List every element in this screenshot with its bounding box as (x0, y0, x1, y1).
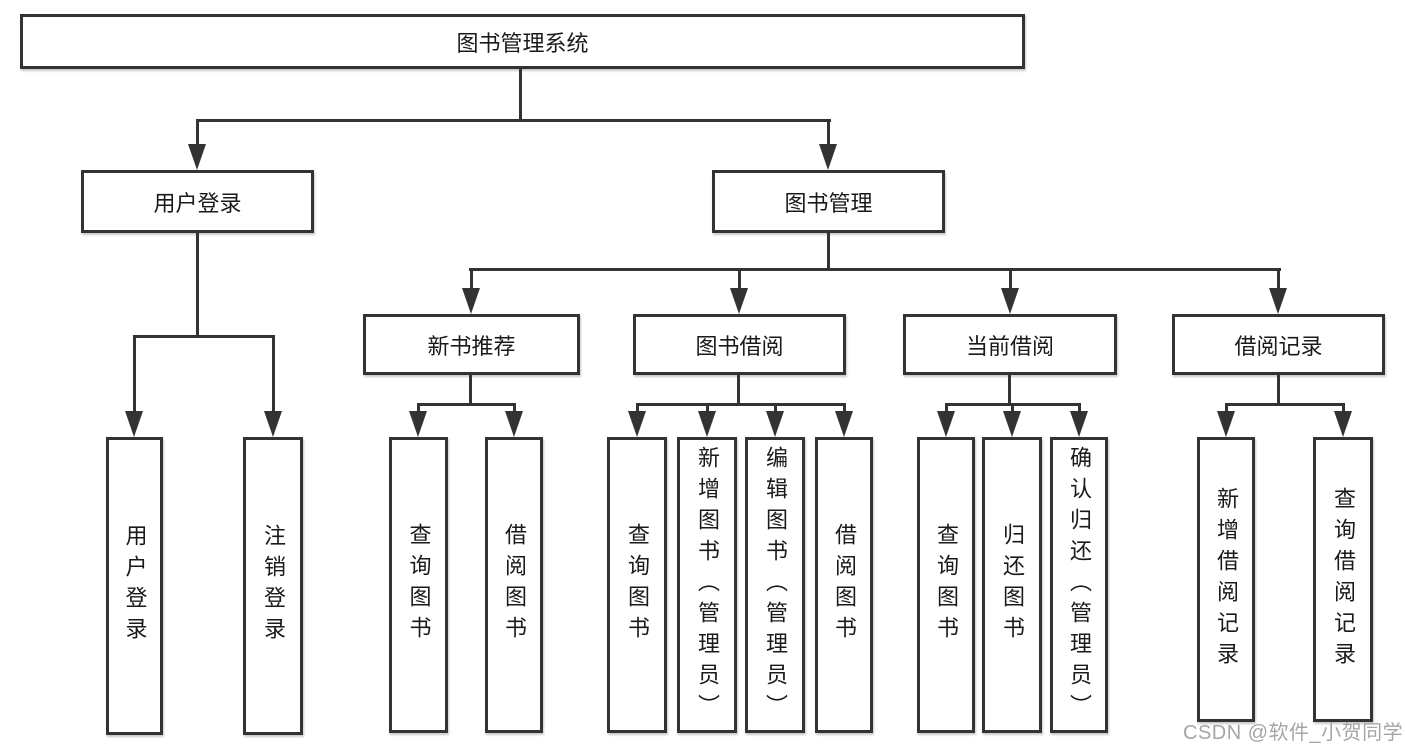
arrow-down-g2-leaf4 (835, 411, 853, 437)
connector-user-subtree-vertical (196, 233, 199, 338)
node-book-management-label: 图书管理 (784, 190, 873, 216)
connector-g2-leaf4-shaft (843, 405, 846, 413)
leaf-user-login-label: 用户登录 (122, 524, 148, 648)
arrow-down-g2-leaf1 (628, 411, 646, 437)
connector-g3-leaf3-shaft (1078, 405, 1081, 413)
connector-g3-vertical (1008, 375, 1011, 405)
leaf-borrow-books-recommend: 借阅图书 (485, 437, 543, 733)
leaf-query-books-recommend: 查询图书 (389, 437, 448, 733)
connector-g4-vertical (1277, 375, 1280, 405)
leaf-return-book-label: 归还图书 (1000, 523, 1025, 647)
connector-level3-horizontal (469, 268, 1281, 271)
leaf-query-books-borrow: 查询图书 (607, 437, 667, 733)
node-user-login-label: 用户登录 (153, 190, 242, 216)
connector-g2-leaf3-shaft (774, 405, 777, 413)
connector-g4-leaf1-shaft (1225, 405, 1228, 413)
connector-user-login-shaft (196, 121, 199, 146)
node-current-borrow-label: 当前借阅 (965, 333, 1054, 359)
leaf-return-book: 归还图书 (982, 437, 1042, 733)
arrow-down-leaf-login (125, 411, 143, 437)
connector-root-vertical (519, 69, 522, 121)
leaf-add-book-admin-label: 新增图书（管理员） (695, 445, 720, 725)
leaf-borrow-books-recommend-label: 借阅图书 (502, 523, 527, 647)
watermark-text: CSDN @软件_小贺同学 (1183, 722, 1404, 744)
leaf-logout-label: 注销登录 (261, 524, 286, 648)
connector-bookmgmt-vertical (827, 233, 830, 271)
node-borrow-records: 借阅记录 (1172, 314, 1385, 375)
leaf-borrow-books: 借阅图书 (815, 437, 873, 733)
connector-g1-horizontal (417, 403, 516, 406)
leaf-user-login: 用户登录 (106, 437, 163, 735)
leaf-edit-book-admin: 编辑图书（管理员） (745, 437, 805, 733)
leaf-add-borrow-record-label: 新增借阅记录 (1214, 486, 1239, 673)
node-new-book-recommend: 新书推荐 (363, 314, 580, 375)
connector-user-subtree-horizontal (133, 335, 275, 338)
connector-g4-leaf2-shaft (1342, 405, 1345, 413)
connector-book-mgmt-shaft (827, 121, 830, 146)
leaf-query-books-borrow-label: 查询图书 (625, 523, 650, 647)
connector-g1-vertical (469, 375, 472, 405)
connector-g1-leaf2-shaft (513, 405, 516, 413)
leaf-confirm-return-admin-label: 确认归还（管理员） (1067, 445, 1092, 725)
arrow-down-g2-leaf2 (698, 411, 716, 437)
arrow-down-g4-leaf2 (1334, 411, 1352, 437)
leaf-add-borrow-record: 新增借阅记录 (1197, 437, 1255, 722)
leaf-query-borrow-record-label: 查询借阅记录 (1331, 486, 1356, 673)
arrow-down-leaf-logout (264, 411, 282, 437)
connector-g2-vertical (737, 375, 740, 405)
arrow-down-newbook (462, 288, 480, 314)
leaf-query-books-current-label: 查询图书 (934, 523, 959, 647)
connector-g2-leaf1-shaft (636, 405, 639, 413)
leaf-query-borrow-record: 查询借阅记录 (1313, 437, 1373, 722)
node-borrow-records-label: 借阅记录 (1234, 333, 1323, 359)
arrow-down-book-mgmt (819, 144, 837, 170)
arrow-down-g3-leaf3 (1070, 411, 1088, 437)
connector-leaf-logout-shaft (272, 337, 275, 413)
arrow-down-g2-leaf3 (766, 411, 784, 437)
connector-leaf-login-shaft (133, 337, 136, 413)
connector-currentborrow-shaft (1009, 270, 1012, 290)
arrow-down-g4-leaf1 (1217, 411, 1235, 437)
arrow-down-g1-leaf1 (409, 411, 427, 437)
leaf-confirm-return-admin: 确认归还（管理员） (1050, 437, 1108, 733)
leaf-edit-book-admin-label: 编辑图书（管理员） (763, 445, 788, 725)
connector-g2-horizontal (636, 403, 846, 406)
leaf-query-books-recommend-label: 查询图书 (406, 523, 432, 647)
connector-g2-leaf2-shaft (706, 405, 709, 413)
node-book-borrow-label: 图书借阅 (695, 333, 784, 359)
arrow-down-currentborrow (1001, 288, 1019, 314)
connector-g3-leaf1-shaft (945, 405, 948, 413)
connector-bookborrow-shaft (738, 270, 741, 290)
connector-g3-horizontal (945, 403, 1081, 406)
node-book-management: 图书管理 (712, 170, 945, 233)
node-current-borrow: 当前借阅 (903, 314, 1117, 375)
leaf-logout: 注销登录 (243, 437, 303, 735)
node-user-login: 用户登录 (81, 170, 314, 233)
connector-g1-leaf1-shaft (417, 405, 420, 413)
arrow-down-g1-leaf2 (505, 411, 523, 437)
node-root-label: 图书管理系统 (456, 30, 589, 56)
connector-g3-leaf2-shaft (1011, 405, 1014, 413)
node-new-book-recommend-label: 新书推荐 (427, 333, 516, 359)
node-book-borrow: 图书借阅 (633, 314, 846, 375)
connector-records-shaft (1277, 270, 1280, 290)
leaf-borrow-books-label: 借阅图书 (832, 523, 857, 647)
connector-level2-horizontal (196, 119, 831, 122)
node-root: 图书管理系统 (20, 14, 1025, 69)
arrow-down-records (1269, 288, 1287, 314)
arrow-down-user-login (188, 144, 206, 170)
leaf-add-book-admin: 新增图书（管理员） (677, 437, 737, 733)
arrow-down-g3-leaf1 (937, 411, 955, 437)
connector-g4-horizontal (1225, 403, 1345, 406)
connector-newbook-shaft (470, 270, 473, 290)
arrow-down-bookborrow (730, 288, 748, 314)
arrow-down-g3-leaf2 (1003, 411, 1021, 437)
leaf-query-books-current: 查询图书 (917, 437, 975, 733)
